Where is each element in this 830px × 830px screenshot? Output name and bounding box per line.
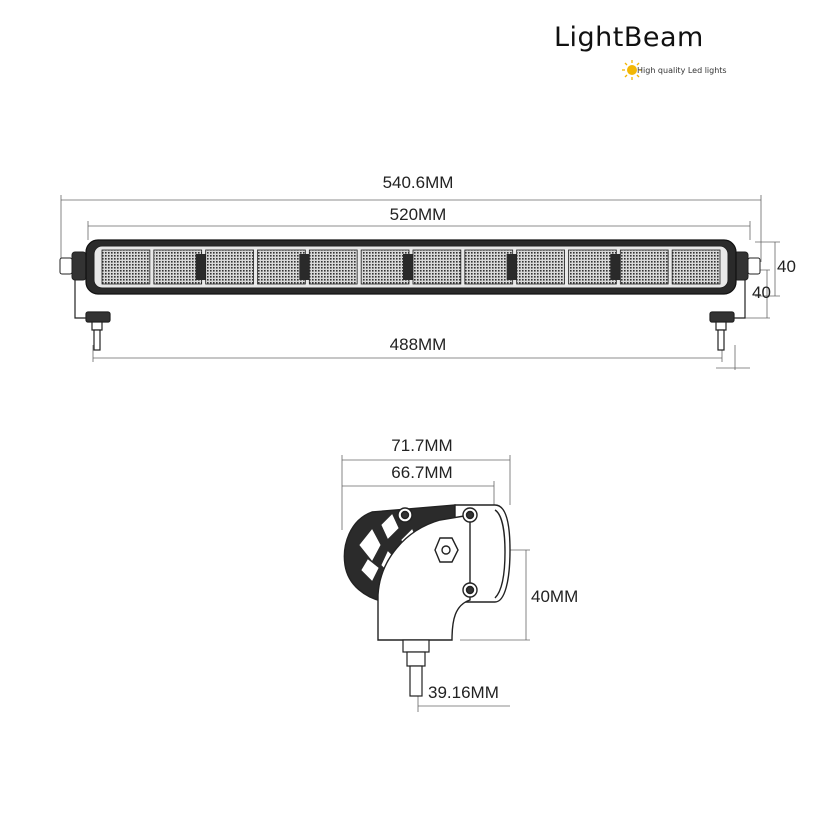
side-view: 71.7MM 66.7MM 40MM 39.16MM <box>341 436 578 712</box>
brand-tagline: High quality Led lights <box>637 66 727 75</box>
bracket-offset-label: 39.16MM <box>428 683 499 702</box>
right-mount-bracket <box>709 280 746 351</box>
led-module <box>101 249 151 285</box>
side-depth-overall-label: 71.7MM <box>391 436 452 455</box>
side-depth-body-label: 66.7MM <box>391 463 452 482</box>
front-view: 540.6MM 520MM 488MM 40 40 <box>59 173 796 370</box>
led-module <box>568 249 617 285</box>
brand-name: LightBeam <box>554 22 704 53</box>
led-module <box>619 249 669 285</box>
side-bracket <box>377 507 478 641</box>
led-module <box>205 249 254 285</box>
led-modules <box>101 249 721 285</box>
overall-width-label: 540.6MM <box>383 173 454 192</box>
body-width-label: 520MM <box>390 205 447 224</box>
sun-icon <box>622 60 642 80</box>
right-end-cap <box>733 251 761 281</box>
led-module <box>360 249 410 285</box>
led-module <box>257 249 306 285</box>
led-module <box>412 249 462 285</box>
led-module <box>153 249 203 285</box>
mount-spacing-label: 488MM <box>390 335 447 354</box>
height-upper-label: 40 <box>777 257 796 276</box>
mounting-bolt <box>402 639 430 697</box>
led-module <box>516 249 565 285</box>
brand-logo: LightBeam High quality Led lights <box>554 22 727 80</box>
height-lower-label: 40 <box>752 283 771 302</box>
led-module <box>464 249 514 285</box>
side-height-label: 40MM <box>531 587 578 606</box>
left-mount-bracket <box>74 280 111 351</box>
left-end-cap <box>59 251 87 281</box>
led-module <box>308 249 358 285</box>
front-dimension-lines <box>60 195 780 370</box>
led-module <box>671 249 721 285</box>
side-dimension-lines <box>341 455 530 712</box>
